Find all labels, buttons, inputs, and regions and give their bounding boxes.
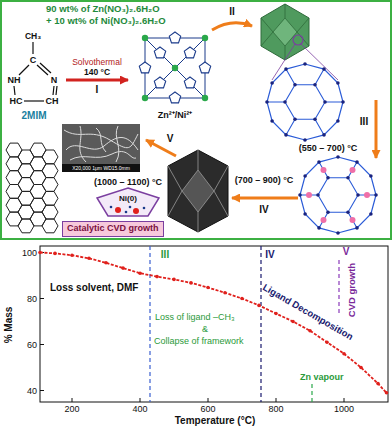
label-text: (1000 – 1100) °C (94, 178, 162, 187)
label-text: Ligand Decomposition (261, 282, 354, 341)
carbonised-crystal (168, 150, 228, 232)
label-text: X20,000 1μm WD15.0mm (72, 166, 130, 171)
label-text: Solvothermal (72, 58, 122, 67)
label-text: NH (8, 76, 21, 85)
label-text: 200 (64, 405, 79, 414)
label-text: V (343, 247, 350, 257)
label-text: 40 (27, 386, 37, 395)
label-text: Loss solvent, DMF (50, 283, 138, 293)
label-text: 1000 (334, 405, 354, 414)
panel-frame (1, 1, 391, 239)
label-text: 140 °C (84, 68, 110, 77)
zif-network (139, 32, 210, 103)
label-text: (550 – 700) °C (299, 144, 358, 153)
label-text: 2MIM (22, 111, 47, 121)
arrow-iv (232, 197, 298, 200)
label-text: 400 (132, 405, 147, 414)
node-text: Ni(0) (96, 195, 160, 204)
label-text: Zn vapour (300, 373, 344, 382)
label-text: IV (265, 250, 274, 260)
label-text: II (229, 7, 235, 17)
label-text: 600 (200, 405, 215, 414)
sem-image (62, 124, 140, 172)
label-text: I (96, 85, 99, 95)
label-text: N (51, 76, 58, 85)
process-box: Catalytic CVD growth (62, 221, 164, 237)
sodalite-cage (265, 62, 345, 142)
collapsing-cage (298, 155, 378, 235)
label-text: (700 – 900) °C (235, 176, 294, 185)
label-text: CH₃ (25, 32, 41, 41)
label-text: 100 (22, 248, 37, 257)
label-text: & (202, 325, 208, 334)
graphene-lattice (6, 143, 58, 233)
label-text: V (167, 134, 174, 144)
molecule-2mim (14, 42, 57, 101)
label-text: % Mass (4, 307, 14, 344)
label-text: 90 wt% of Zn(NO₃)₂.6H₂O (46, 4, 160, 14)
node-text: Catalytic CVD growth (67, 224, 159, 234)
label-text: IV (259, 205, 268, 215)
zif-crystal (261, 4, 338, 80)
tga-chart (40, 246, 388, 402)
arrow-iii (375, 100, 378, 158)
label-text: HC (10, 97, 23, 106)
label-text: Zn²⁺/Ni²⁺ (158, 111, 193, 120)
label-text: CH (46, 97, 59, 106)
label-text: Temperature (°C) (175, 416, 256, 426)
label-text: 800 (268, 405, 283, 414)
label-text: III (360, 117, 368, 127)
label-text: Collapse of framework (154, 337, 244, 346)
label-text: + 10 wt% of Ni(NO₃)₂.6H₂O (46, 16, 166, 26)
label-text: Loss of ligand –CH₃ (155, 313, 235, 322)
label-text: CVD growth (347, 263, 357, 317)
label-text: III (161, 250, 169, 260)
arrow-i (66, 79, 128, 82)
label-text: 60 (27, 340, 37, 349)
label-text: 80 (27, 294, 37, 303)
pentagon-node: Ni(0) (96, 187, 160, 217)
arrow-ii (212, 23, 252, 30)
label-text: C (30, 56, 37, 65)
